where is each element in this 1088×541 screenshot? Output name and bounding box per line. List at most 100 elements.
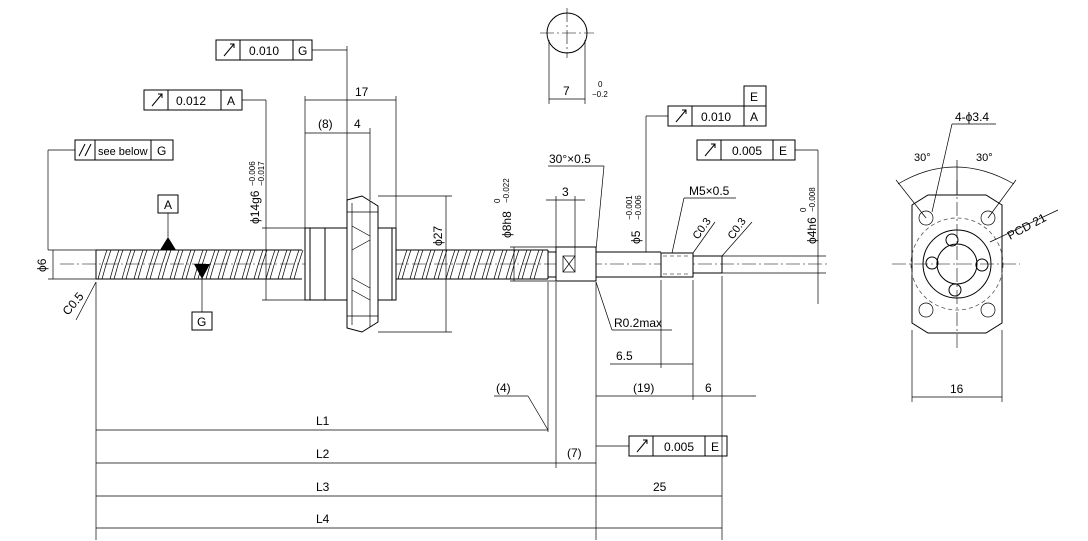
- thread-stroke: [157, 249, 172, 280]
- dim-3: 3: [562, 185, 569, 199]
- thread-stroke: [229, 249, 244, 280]
- datum-markers: A G: [157, 194, 213, 331]
- thread-stroke: [253, 249, 268, 280]
- frame-top-datum: G: [298, 44, 307, 58]
- dim-phi4h6: ϕ4h6: [805, 217, 819, 244]
- chamfer-c03-b: C0.3: [726, 216, 749, 242]
- frame-a-datum: A: [227, 94, 235, 108]
- tolerance-frame-runout-right: 0.005 E: [696, 139, 819, 256]
- dim-7-paren: (7): [567, 446, 582, 460]
- radius-r02: R0.2max: [614, 316, 662, 330]
- shaft-end-dimensions: ϕ8h8 0 −0.022 3 30°×0.5 ϕ5 −0.001 −0.006…: [493, 152, 826, 540]
- frame-e-value: 0.010: [701, 110, 731, 124]
- dim-phi5-upper: −0.001: [625, 195, 634, 220]
- dim-phi4h6-upper: 0: [799, 207, 808, 212]
- dim-6: 6: [705, 381, 712, 395]
- thread-stroke: [121, 249, 136, 280]
- dim-phi8h8-upper: 0: [493, 198, 502, 203]
- tolerance-frame-total-runout: see below G: [47, 139, 174, 250]
- dim-phi8h8: ϕ8h8: [500, 211, 514, 238]
- screw-shaft-left: [95, 249, 304, 280]
- thread-stroke: [517, 249, 532, 280]
- tolerance-frame-runout-a: 0.012 A: [143, 89, 267, 228]
- datum-a-label: A: [164, 198, 172, 212]
- dim-phi14: ϕ14g6: [248, 190, 262, 224]
- dim-6-5: 6.5: [616, 349, 633, 363]
- thread-stroke: [481, 249, 496, 280]
- holes-callout: 4-ϕ3.4: [955, 110, 989, 124]
- overall-lengths: L1 L2 (7) L3 25 L4: [96, 414, 722, 529]
- dim-17: 17: [355, 85, 369, 99]
- angle-30-left: 30°: [914, 152, 931, 164]
- dim-19: (19): [633, 381, 654, 395]
- datum-g-label: G: [197, 315, 206, 329]
- thread-stroke: [421, 249, 436, 280]
- thread-stroke: [289, 249, 304, 280]
- shaft-end-journal: [548, 246, 723, 282]
- thread-stroke: [529, 249, 544, 280]
- flat-section-view: 7 0 −0.2: [540, 8, 608, 104]
- thread-m5: M5×0.5: [689, 184, 730, 198]
- dim-phi5-lower: −0.006: [634, 195, 643, 220]
- chamfer-30x05: 30°×0.5: [549, 152, 591, 166]
- flange-end-view: 30° 30° 4-ϕ3.4 PCD 21 16: [892, 110, 1059, 402]
- ball-nut: [304, 195, 397, 333]
- dim-4: 4: [354, 117, 361, 131]
- frame-right-value: 0.005: [732, 144, 762, 158]
- thread-stroke: [97, 249, 112, 280]
- thread-stroke: [505, 249, 520, 280]
- flat-7-tol-upper: 0: [598, 80, 603, 89]
- thread-stroke: [493, 249, 508, 280]
- frame-a-value: 0.012: [176, 94, 206, 108]
- dim-8: (8): [318, 117, 333, 131]
- tolerance-frame-runout-bottom: 0.005 E: [596, 435, 728, 457]
- thread-stroke: [445, 249, 460, 280]
- thread-stroke: [109, 249, 124, 280]
- frame-e-label: E: [750, 90, 758, 104]
- thread-stroke: [145, 249, 160, 280]
- frame-total-value: see below: [98, 146, 148, 158]
- flat-7-tol-lower: −0.2: [592, 90, 608, 99]
- thread-stroke: [217, 249, 232, 280]
- dim-phi6: ϕ6: [35, 258, 49, 272]
- frame-total-datum: G: [157, 144, 166, 158]
- thread-stroke: [241, 249, 256, 280]
- dim-25: 25: [653, 480, 667, 494]
- thread-stroke: [409, 249, 424, 280]
- thread-stroke: [133, 249, 148, 280]
- chamfer-c05: C0.5: [60, 289, 87, 318]
- thread-stroke: [457, 249, 472, 280]
- nut-dimensions: 17 (8) 4 ϕ14g6 −0.006 −0.017 ϕ27: [248, 46, 452, 333]
- thread-stroke: [265, 249, 280, 280]
- flat-7-dim: 7: [563, 84, 570, 98]
- dim-phi27: ϕ27: [431, 226, 445, 246]
- dim-phi8h8-lower: −0.022: [502, 178, 511, 203]
- thread-stroke: [469, 249, 484, 280]
- pcd-callout: PCD 21: [1005, 210, 1049, 242]
- frame-bottom-datum: E: [711, 440, 719, 454]
- screw-shaft-right: [396, 249, 549, 280]
- thread-stroke: [397, 249, 412, 280]
- frame-top-value: 0.010: [249, 44, 279, 58]
- thread-stroke: [205, 249, 220, 280]
- dim-L2: L2: [316, 447, 330, 461]
- width-16-dim: 16: [950, 382, 964, 396]
- dim-phi4h6-lower: −0.008: [808, 187, 817, 212]
- frame-bottom-value: 0.005: [664, 440, 694, 454]
- dim-phi5: ϕ5: [629, 230, 643, 244]
- dim-4-paren: (4): [496, 381, 511, 395]
- dim-L4: L4: [316, 512, 330, 526]
- tolerance-frame-runout-e: E 0.010 A: [645, 85, 767, 252]
- angle-30-right: 30°: [976, 152, 993, 164]
- dim-phi14-upper: −0.006: [248, 161, 257, 186]
- dim-L3: L3: [316, 480, 330, 494]
- frame-e-datum: A: [750, 110, 758, 124]
- left-end-dimensions: ϕ6 C0.5: [35, 249, 97, 540]
- tolerance-frame-runout-top: 0.010 G: [215, 39, 347, 61]
- thread-stroke: [169, 249, 184, 280]
- dim-phi14-lower: −0.017: [257, 161, 266, 186]
- dim-L1: L1: [316, 414, 330, 428]
- thread-stroke: [181, 249, 196, 280]
- frame-right-datum: E: [779, 144, 787, 158]
